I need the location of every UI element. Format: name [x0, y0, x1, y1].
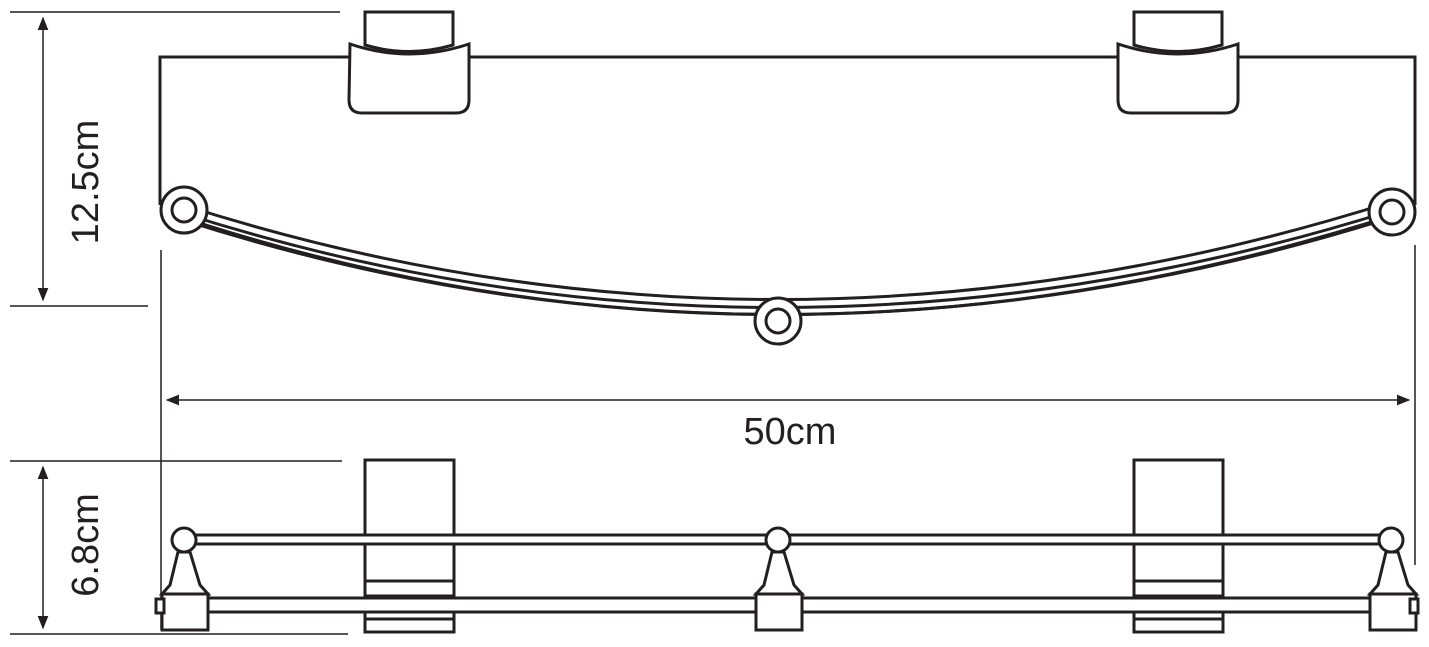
glass-shelf-outline [158, 55, 1417, 205]
front-rail-inner [179, 200, 1392, 301]
front-rail-middle [181, 209, 1391, 309]
post-left-top [159, 185, 209, 235]
height-dimension: 6.8cm [10, 460, 348, 635]
post-center-front [752, 526, 806, 632]
top-view [158, 10, 1417, 346]
wall-bracket-left [347, 10, 471, 115]
post-center-top [753, 296, 803, 346]
post-left-front [154, 526, 212, 632]
front-view [154, 458, 1420, 634]
depth-dimension: 12.5cm [10, 11, 340, 307]
post-right-front [1366, 526, 1420, 632]
wall-bracket-right [1116, 10, 1240, 115]
depth-label: 12.5cm [65, 120, 107, 245]
width-dimension: 50cm [160, 245, 1416, 630]
post-right-top [1367, 187, 1417, 237]
height-label: 6.8cm [65, 493, 107, 596]
width-label: 50cm [744, 411, 837, 453]
